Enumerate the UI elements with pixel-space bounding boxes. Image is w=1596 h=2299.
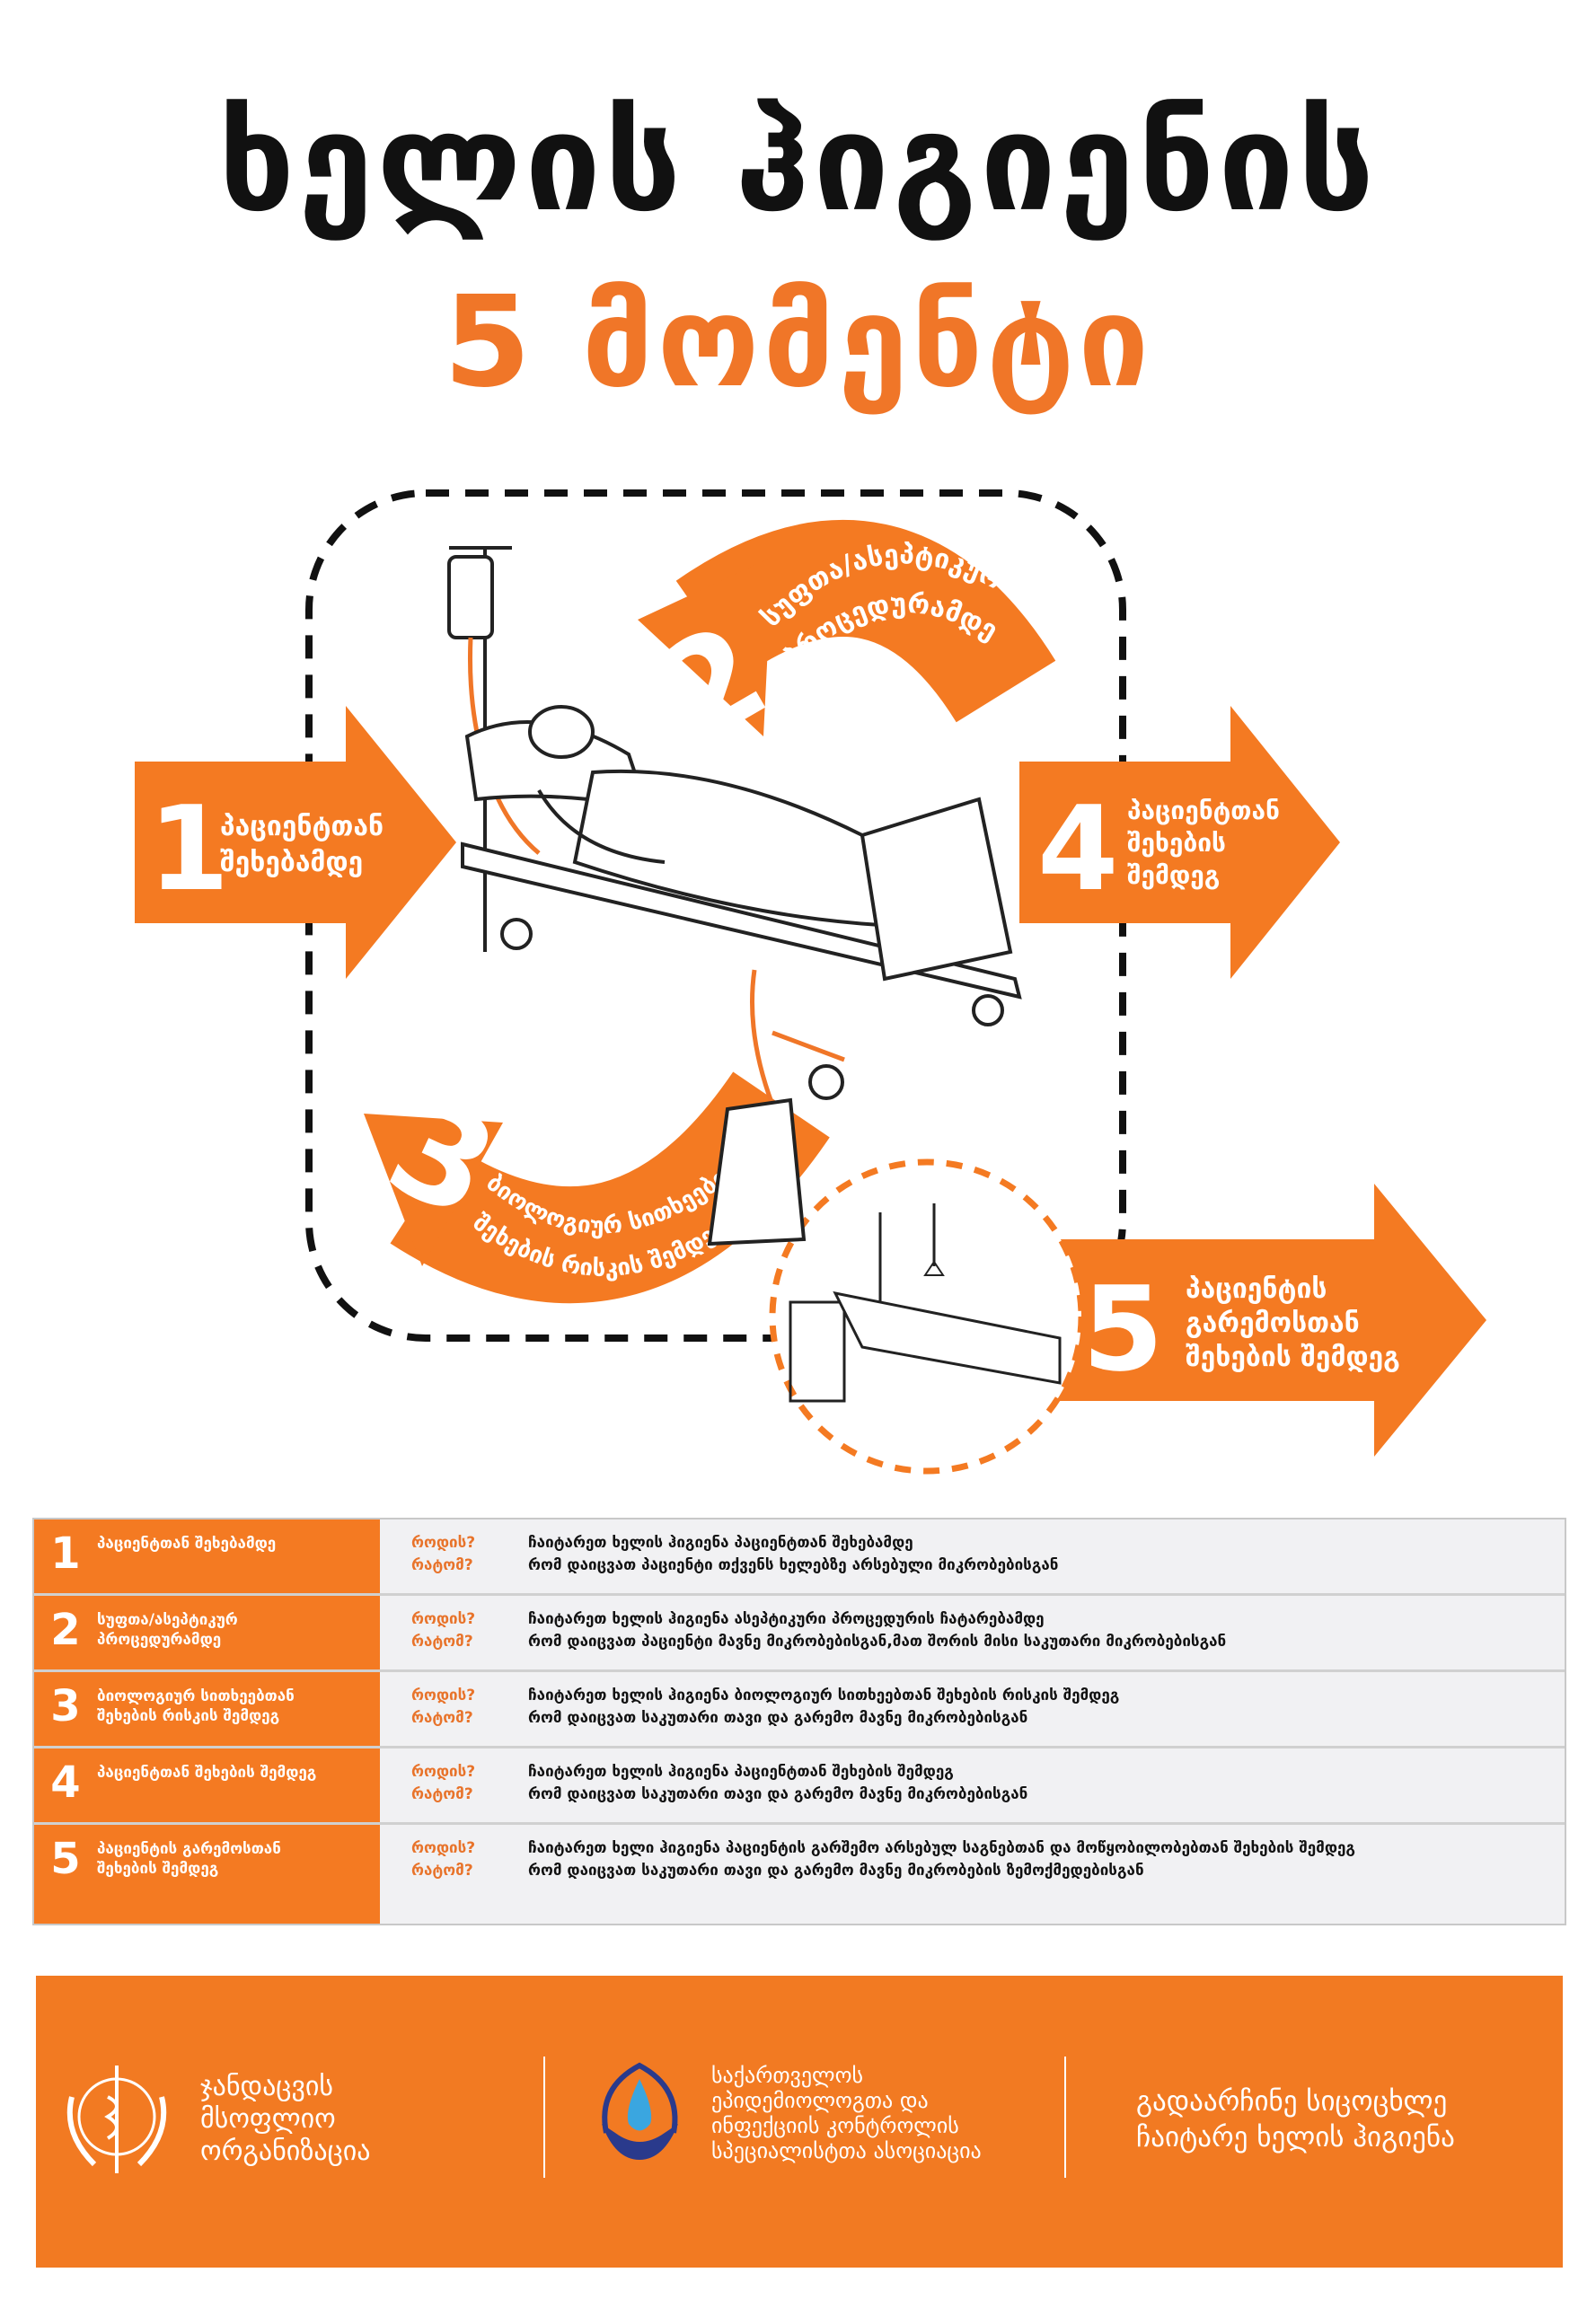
when-text: ჩაიტარეთ ხელის ჰიგიენა ბიოლოგიურ სითხეებ…	[528, 1687, 1120, 1704]
why-label: რატომ?	[411, 1556, 473, 1574]
association-logo-icon	[602, 2062, 678, 2160]
row-number: 5	[50, 1834, 81, 1884]
row-label: სუფთა/ასეპტიკურ პროცედურამდე	[97, 1611, 238, 1649]
moment-1-arrow: 1 პაციენტთან შეხებამდე	[135, 706, 456, 979]
association-block: საქართველოს ეპიდემიოლოგთა და ინფექციის კ…	[588, 2061, 982, 2164]
when-text: ჩაიტარეთ ხელის ჰიგიენა პაციენტთან შეხები…	[528, 1763, 954, 1781]
when-label: როდის?	[411, 1610, 476, 1628]
footer-divider	[1064, 2057, 1066, 2178]
row-number: 1	[50, 1528, 81, 1579]
why-text: რომ დაიცვათ საკუთარი თავი და გარემო მავნ…	[528, 1862, 1144, 1880]
why-label: რატომ?	[411, 1709, 473, 1727]
row-number: 2	[50, 1605, 81, 1655]
moment-5-label-line3: შეხების შემდეგ	[1186, 1342, 1400, 1373]
row-label: პაციენტთან შეხებამდე	[97, 1535, 277, 1553]
why-text: რომ დაიცვათ საკუთარი თავი და გარემო მავნ…	[528, 1709, 1028, 1727]
row-label: პაციენტთან შეხების შემდეგ	[97, 1764, 317, 1782]
who-emblem-icon	[66, 2066, 167, 2173]
why-text: რომ დაიცვათ პაციენტი მავნე მიკრობებისგან…	[528, 1633, 1227, 1651]
row-number: 3	[50, 1681, 81, 1731]
moment-4-arrow: 4 პაციენტთან შეხების შემდეგ	[1019, 706, 1340, 979]
why-text: რომ დაიცვათ პაციენტი თქვენს ხელებზე არსე…	[528, 1556, 1059, 1574]
association-name-line1: საქართველოს	[711, 2062, 863, 2088]
when-label: როდის?	[411, 1687, 476, 1704]
patient-bed-illustration	[447, 546, 1022, 1246]
poster-title: ხელის ჰიგიენის	[217, 85, 1379, 242]
patient-zone-illustration	[769, 1158, 1085, 1475]
when-label: როდის?	[411, 1534, 476, 1552]
moment-1-label-line1: პაციენტთან	[220, 811, 384, 842]
moment-4-label-line2: შეხების	[1127, 828, 1226, 858]
row-label: პაციენტის გარემოსთან შეხების შემდეგ	[97, 1840, 281, 1878]
footer-divider	[543, 2057, 545, 2178]
table-row: 1 პაციენტთან შეხებამდე როდის? ჩაიტარეთ ხელ…	[34, 1519, 1565, 1596]
why-text: რომ დაიცვათ საკუთარი თავი და გარემო მავნ…	[528, 1785, 1028, 1803]
footer-banner: ჯანდაცვის მსოფლიო ორგანიზაცია საქართველო…	[36, 1976, 1563, 2268]
when-text: ჩაიტარეთ ხელის ჰიგიენა პაციენტთან შეხება…	[528, 1534, 913, 1552]
association-name-line2: ეპიდემიოლოგთა და	[711, 2087, 929, 2113]
when-label: როდის?	[411, 1839, 476, 1857]
who-block: ჯანდაცვის მსოფლიო ორგანიზაცია	[58, 2061, 370, 2178]
moment-2-arrow: 2 სუფთა/ასეპტიკურ პროცედურამდე	[632, 520, 1056, 776]
moment-4-label-line1: პაციენტთან	[1127, 796, 1280, 825]
moment-4-number: 4	[1037, 780, 1118, 917]
why-label: რატომ?	[411, 1862, 473, 1880]
association-name-line4: სპეციალისტთა ასოციაცია	[711, 2137, 982, 2163]
table-row: 3 ბიოლოგიურ სითხეებთან შეხების რისკის შემ…	[34, 1672, 1565, 1748]
moment-5-label-line1: პაციენტის	[1186, 1273, 1327, 1305]
when-label: როდის?	[411, 1763, 476, 1781]
slogan-line2: ჩაიტარე ხელის ჰიგიენა	[1136, 2121, 1455, 2154]
table-row: 4 პაციენტთან შეხების შემდეგ როდის? ჩაიტარე…	[34, 1748, 1565, 1825]
moment-5-number: 5	[1082, 1261, 1163, 1397]
row-number: 4	[50, 1757, 81, 1808]
moment-1-number: 1	[148, 780, 229, 917]
moment-5-label-line2: გარემოსთან	[1186, 1308, 1360, 1339]
why-label: რატომ?	[411, 1633, 473, 1651]
moments-table: 1 პაციენტთან შეხებამდე როდის? ჩაიტარეთ ხელ…	[32, 1518, 1566, 1925]
slogan-line1: გადაარჩინე სიცოცხლე	[1136, 2085, 1448, 2118]
moment-4-label-line3: შემდეგ	[1127, 860, 1220, 890]
row-label: ბიოლოგიურ სითხეებთან შეხების რისკის შემდ…	[97, 1687, 295, 1725]
poster-subtitle: 5 მომენტი	[443, 269, 1153, 416]
slogan-block: გადაარჩინე სიცოცხლე ჩაიტარე ხელის ჰიგიენ…	[1136, 2083, 1455, 2155]
table-row: 2 სუფთა/ასეპტიკურ პროცედურამდე როდის? ჩაიტ…	[34, 1596, 1565, 1672]
when-text: ჩაიტარეთ ხელი ჰიგიენა პაციენტის გარშემო …	[528, 1839, 1356, 1857]
association-name-line3: ინფექციის კონტროლის	[711, 2112, 959, 2138]
moment-5-arrow: 5 პაციენტის გარემოსთან შეხების შემდეგ	[1045, 1184, 1486, 1457]
why-label: რატომ?	[411, 1785, 473, 1803]
table-row: 5 პაციენტის გარემოსთან შეხების შემდეგ როდ…	[34, 1825, 1565, 1924]
when-text: ჩაიტარეთ ხელის ჰიგიენა ასეპტიკური პროცედ…	[528, 1610, 1045, 1628]
moment-1-label-line2: შეხებამდე	[220, 847, 363, 878]
five-moments-diagram: 1 პაციენტთან შეხებამდე 4 პაციენტთან შეხე…	[135, 489, 1486, 1475]
who-name-line3: ორგანიზაცია	[200, 2136, 371, 2167]
who-name-line1: ჯანდაცვის	[200, 2071, 334, 2102]
who-name-line2: მსოფლიო	[200, 2103, 336, 2135]
